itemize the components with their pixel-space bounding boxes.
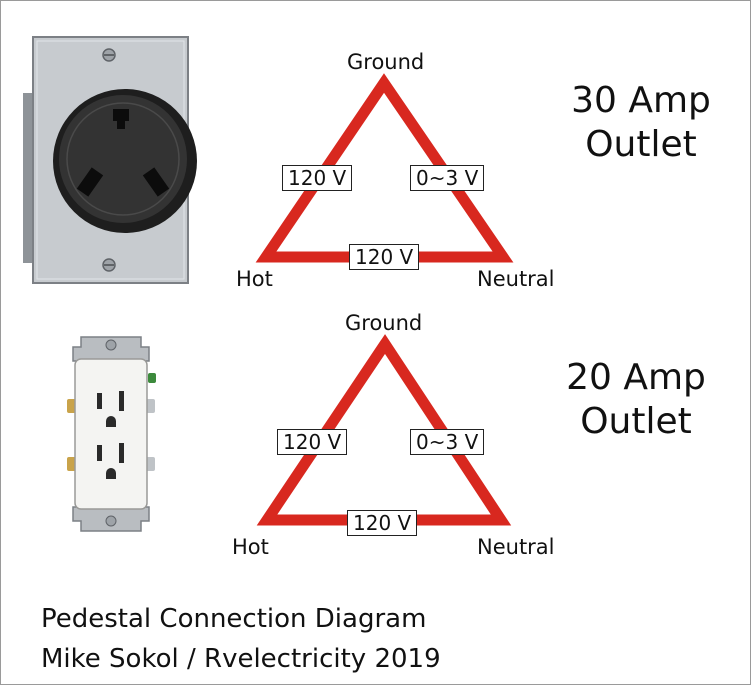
- neutral-label-30: Neutral: [477, 267, 555, 291]
- neutral-ground-voltage-30: 0~3 V: [410, 165, 485, 191]
- neutral-slot-30: [142, 167, 170, 197]
- duplex-face: [74, 358, 148, 510]
- hot-label-20: Hot: [232, 535, 269, 559]
- hot-ground-voltage-20: 120 V: [277, 429, 348, 455]
- title-20amp: 20 Amp Outlet: [526, 356, 746, 444]
- ground-label-30: Ground: [347, 50, 425, 74]
- title-30amp-line1: 30 Amp: [571, 80, 711, 121]
- outlet-30amp-illustration: [23, 36, 197, 284]
- title-20amp-line1: 20 Amp: [566, 357, 706, 398]
- hot-ground-voltage-30: 120 V: [282, 165, 353, 191]
- brass-terminal-top: [67, 399, 76, 413]
- caption-line1: Pedestal Connection Diagram: [41, 604, 427, 634]
- title-20amp-line2: Outlet: [580, 401, 692, 442]
- ground-slot-30: [113, 109, 129, 129]
- ground-screw: [148, 373, 156, 383]
- caption-line2: Mike Sokol / Rvelectricity 2019: [41, 644, 441, 674]
- silver-terminal-top: [146, 399, 155, 413]
- title-30amp-line2: Outlet: [585, 124, 697, 165]
- outlet-20amp-illustration: [67, 336, 156, 532]
- silver-terminal-bottom: [146, 457, 155, 471]
- hot-neutral-voltage-20: 120 V: [347, 510, 418, 536]
- ground-label-20: Ground: [345, 311, 423, 335]
- neutral-label-20: Neutral: [477, 535, 555, 559]
- title-30amp: 30 Amp Outlet: [531, 79, 751, 167]
- hot-slot-30: [76, 167, 104, 197]
- neutral-ground-voltage-20: 0~3 V: [410, 429, 485, 455]
- hot-neutral-voltage-30: 120 V: [349, 244, 420, 270]
- brass-terminal-bottom: [67, 457, 76, 471]
- hot-label-30: Hot: [236, 267, 273, 291]
